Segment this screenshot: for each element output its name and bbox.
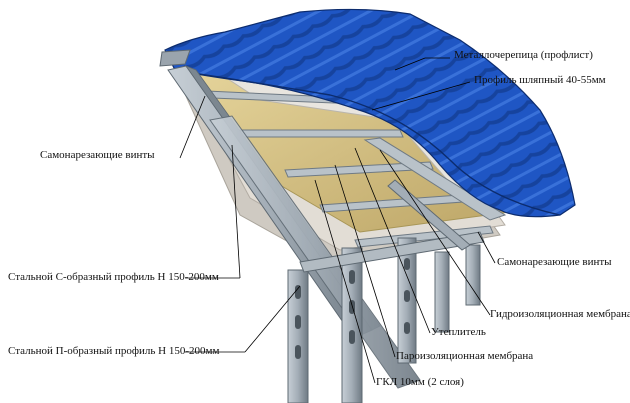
horizontal-beam	[299, 231, 485, 273]
label-p-profile: Стальной П-образный профиль Н 150-200мм	[8, 345, 220, 357]
ridge-beam	[159, 49, 191, 67]
label-vapor: Пароизоляционная мембрана	[396, 350, 534, 362]
label-hat-profile: Профиль шляпный 40-55мм	[474, 74, 606, 86]
label-insulation: Утеплитель	[431, 326, 486, 338]
metal-tile-roof	[164, 8, 576, 218]
cross-beam	[387, 179, 471, 251]
leader-lines	[179, 57, 496, 384]
label-gkl: ГКЛ 10мм (2 слоя)	[376, 376, 464, 388]
label-c-profile: Стальной С-образный профиль Н 150-200мм	[8, 271, 219, 283]
label-screws-left: Самонарезающие винты	[40, 149, 155, 161]
label-screws-right: Самонарезающие винты	[497, 256, 612, 268]
label-metal-tile: Металлочерепица (профлист)	[454, 49, 593, 61]
label-waterproof: Гидроизоляционная мембрана	[490, 308, 630, 320]
